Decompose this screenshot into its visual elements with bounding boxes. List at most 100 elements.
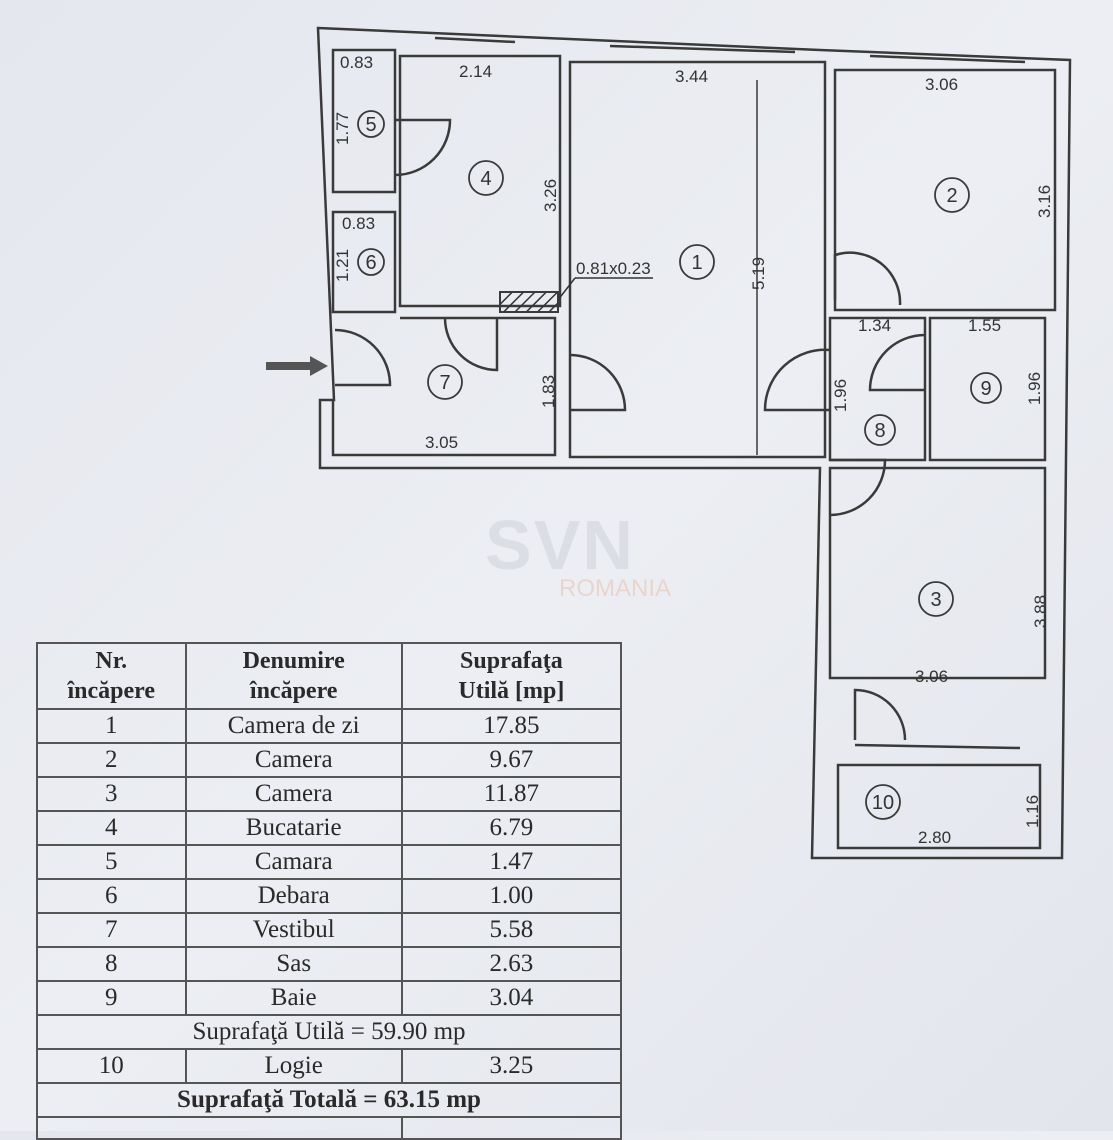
header-room-number: Nr.încăpere [36,642,187,710]
cell: Debara [184,878,403,914]
dimension: 1.96 [1025,372,1044,405]
useful-total-row: Suprafaţă Utilă = 59.90 mp [36,1014,622,1050]
dimension: 0.83 [340,53,373,72]
walls [316,26,1072,860]
cell: 1 [36,708,187,744]
cell: 17.85 [400,708,623,744]
cell: Camera [184,776,403,812]
dimension: 1.77 [333,112,352,145]
column-label: 0.81x0.23 [576,259,651,278]
door [569,353,627,412]
room-10-outline [836,763,1042,850]
cell: 5 [36,844,187,880]
dimension: 3.06 [915,667,948,686]
room-number: 6 [365,252,376,274]
door [868,333,926,392]
cell: 6 [36,878,187,914]
header-line: Nr. [95,648,128,674]
watermark-logo-text: SVN [485,506,635,584]
watermark-logo: SVN ROMANIA [415,505,705,603]
useful-total: Suprafaţă Utilă = 59.90 mp [36,1014,622,1050]
header-line: Suprafaţa [460,648,563,674]
door [853,688,907,741]
dimension: 1.34 [858,316,891,335]
window [434,36,516,44]
header-line: Utilă [mp] [458,678,565,704]
dimension: 3.06 [925,75,958,94]
header-line: încăpere [249,678,338,704]
room-number: 5 [365,114,376,136]
dimension: 3.88 [1031,595,1050,628]
cell: Bucatarie [184,810,403,846]
header-room-name: Denumire încăpere [184,642,403,710]
room-number: 10 [872,792,894,814]
dimension: 2.80 [918,828,951,847]
dimension: 2.14 [459,62,492,81]
header-line: Denumire [242,648,345,674]
structural-column [499,291,559,313]
dimension: 1.83 [539,375,558,408]
cell: 9.67 [400,742,623,778]
room-3-outline [828,466,1047,680]
cell: Sas [184,946,403,982]
room-4-outline [398,54,562,308]
cell: 7 [36,912,187,948]
cell: 3.04 [400,980,623,1016]
dimension: 3.26 [541,179,560,212]
cell: 1.47 [400,844,623,880]
room-number: 1 [691,252,702,274]
window [609,44,796,54]
cell [400,1116,623,1140]
cell: 8 [36,946,187,982]
cell: 10 [36,1048,187,1084]
dimension: 3.16 [1035,185,1054,218]
room-6-outline [331,210,397,314]
cell [36,1116,403,1140]
room-number: 7 [439,372,450,394]
watermark-subtitle: ROMANIA [558,575,671,602]
cell: 9 [36,980,187,1016]
dimension: 3.44 [675,67,708,86]
window [854,743,1021,750]
cell: Camera [184,742,403,778]
room-number: 8 [874,420,885,442]
room-1-outline [568,60,827,459]
cell: 3 [36,776,187,812]
cell: Vestibul [184,912,403,948]
door [334,328,392,387]
room-2-outline [833,68,1057,312]
cell: Logie [184,1048,403,1084]
room-number: 2 [946,185,957,207]
cell: 1.00 [400,878,623,914]
grand-total: Suprafaţă Totală = 63.15 mp [36,1082,622,1118]
window [869,54,1026,64]
dimension: 5.19 [749,257,768,290]
dimension: 1.55 [968,316,1001,335]
door [829,458,887,517]
door [443,317,499,372]
cell: Camara [184,844,403,880]
grand-total-row: Suprafaţă Totală = 63.15 mp [36,1082,622,1118]
dimensions: 3.44 5.19 3.06 3.16 3.06 3.88 2.14 3.26 … [333,53,1054,847]
room-7-outline [331,316,557,457]
cell: Camera de zi [184,708,403,744]
cell: 6.79 [400,810,623,846]
cell: 11.87 [400,776,623,812]
cut-off-row [36,1116,623,1140]
room-circles [357,110,1002,820]
room-9-outline [928,316,1047,462]
room-number: 4 [480,168,491,190]
dimension: 1.16 [1023,795,1042,828]
cell: 2 [36,742,187,778]
room-number: 9 [980,378,991,400]
room-number: 3 [930,589,941,611]
door [833,251,902,306]
dimension: 3.05 [425,433,458,452]
